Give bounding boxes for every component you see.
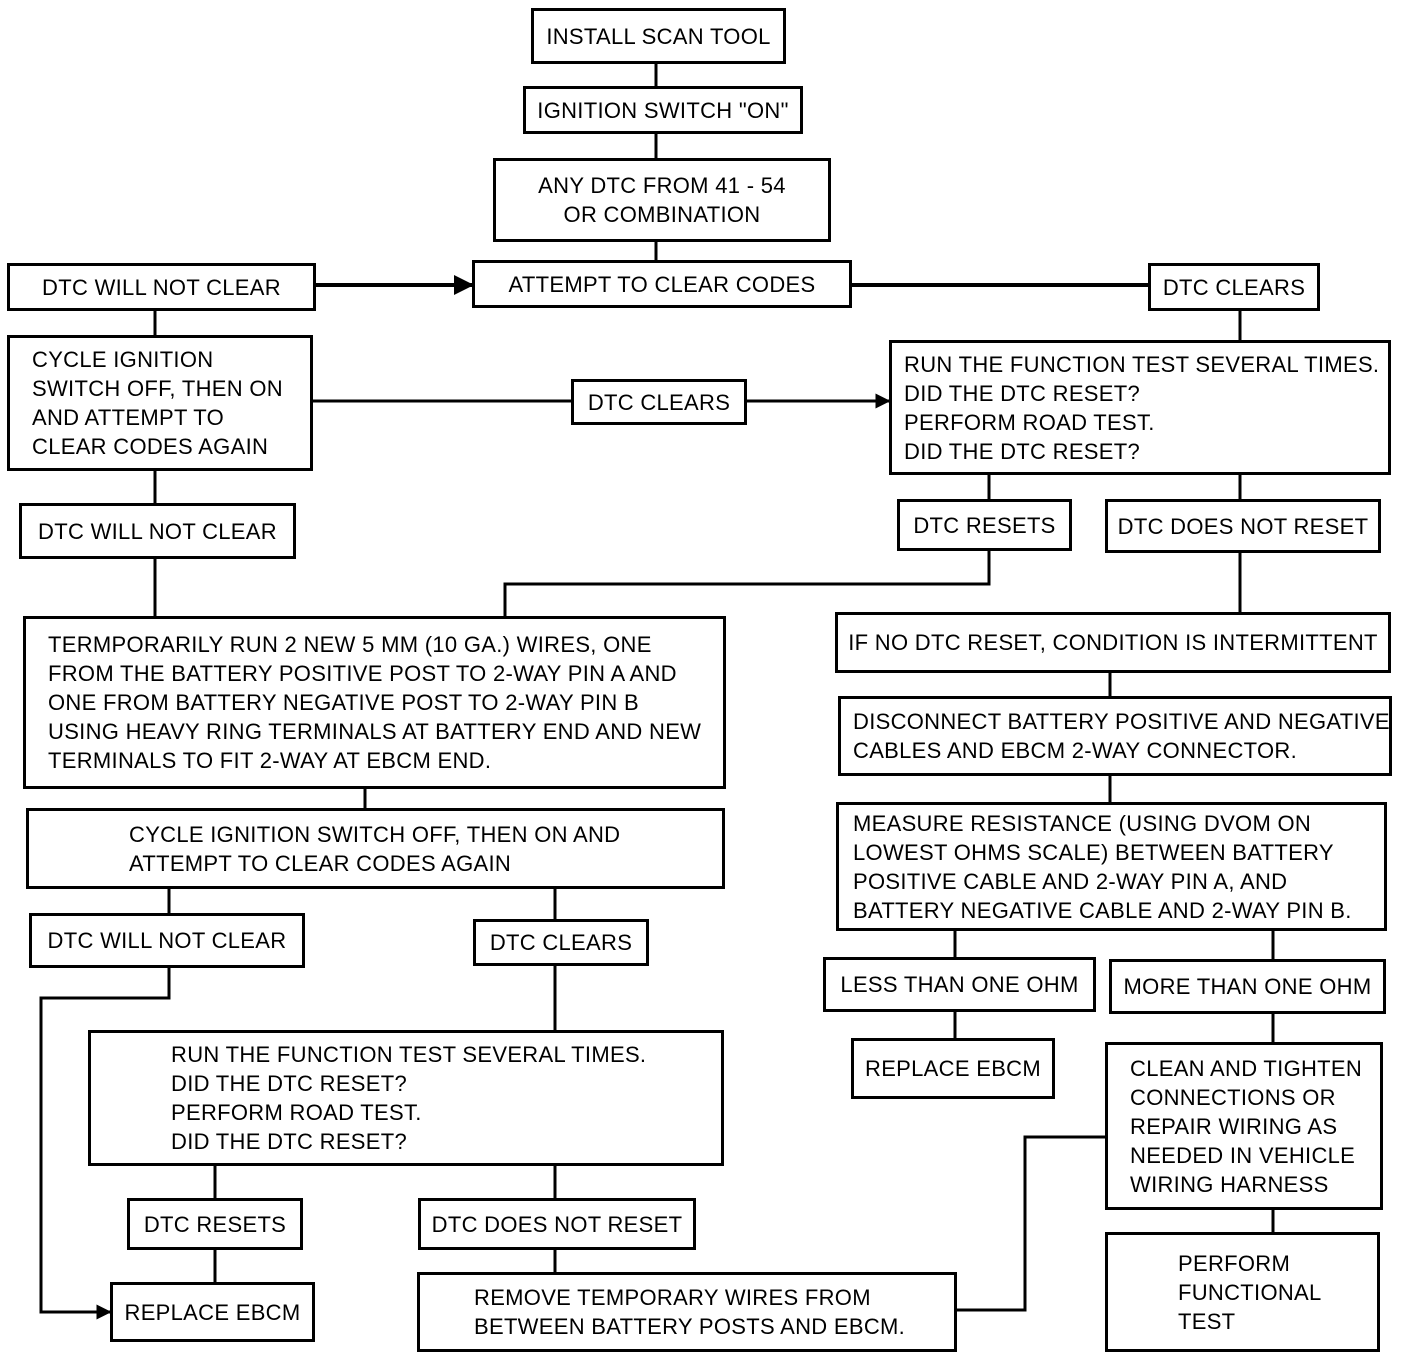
box-text: REPLACE EBCM (124, 1299, 301, 1325)
less-than-one-ohm-box: LESS THAN ONE OHM (823, 957, 1096, 1012)
box-text: CYCLE IGNITION SWITCH OFF, THEN ON AND (129, 821, 621, 847)
box-text: FROM THE BATTERY POSITIVE POST TO 2-WAY … (48, 661, 677, 686)
connector (957, 1135, 1105, 1312)
box-text: REPLACE EBCM (865, 1056, 1041, 1081)
dtc-will-not-clear-box-2: DTC WILL NOT CLEAR (19, 503, 296, 559)
dtc-will-not-clear-box-3: DTC WILL NOT CLEAR (29, 913, 305, 968)
box-text: ANY DTC FROM 41 - 54 (538, 173, 786, 198)
box-text: CLEAR CODES AGAIN (32, 434, 269, 459)
box-text: NEEDED IN VEHICLE (1130, 1142, 1356, 1168)
remove-temporary-wires-box: REMOVE TEMPORARY WIRES FROM BETWEEN BATT… (417, 1272, 957, 1352)
dtc-does-not-reset-box-1: DTC DOES NOT RESET (1105, 499, 1381, 553)
if-no-dtc-reset-box: IF NO DTC RESET, CONDITION IS INTERMITTE… (835, 612, 1391, 673)
box-text: OR COMBINATION (563, 202, 761, 227)
box-text: PERFORM (1178, 1250, 1291, 1276)
disconnect-battery-box: DISCONNECT BATTERY POSITIVE AND NEGATIVE… (838, 696, 1392, 776)
box-text: DTC DOES NOT RESET (431, 1211, 683, 1237)
cycle-ignition-box-2: CYCLE IGNITION SWITCH OFF, THEN ON AND A… (26, 808, 725, 889)
replace-ebcm-box-1: REPLACE EBCM (851, 1038, 1055, 1099)
box-text: TERMPORARILY RUN 2 NEW 5 MM (10 GA.) WIR… (48, 632, 652, 657)
box-text: CLEAN AND TIGHTEN (1130, 1055, 1363, 1081)
box-text: SWITCH OFF, THEN ON (32, 376, 283, 401)
cycle-ignition-box-1: CYCLE IGNITION SWITCH OFF, THEN ON AND A… (7, 335, 313, 471)
box-text: MORE THAN ONE OHM (1123, 974, 1372, 999)
run-function-test-box-2: RUN THE FUNCTION TEST SEVERAL TIMES. DID… (88, 1030, 724, 1166)
perform-functional-test-box: PERFORM FUNCTIONAL TEST (1105, 1232, 1380, 1352)
dtc-resets-box-1: DTC RESETS (897, 499, 1072, 551)
box-text: PERFORM ROAD TEST. (171, 1100, 422, 1125)
box-text: DID THE DTC RESET? (904, 438, 1141, 464)
dtc-resets-box-2: DTC RESETS (127, 1198, 303, 1250)
box-text: BETWEEN BATTERY POSTS AND EBCM. (474, 1314, 906, 1339)
dtc-does-not-reset-box-2: DTC DOES NOT RESET (418, 1198, 696, 1250)
box-text: ATTEMPT TO CLEAR CODES (508, 271, 816, 297)
box-text: FUNCTIONAL (1178, 1279, 1322, 1305)
box-text: USING HEAVY RING TERMINALS AT BATTERY EN… (48, 719, 702, 744)
box-text: BATTERY NEGATIVE CABLE AND 2-WAY PIN B. (853, 897, 1352, 923)
box-text: DTC DOES NOT RESET (1117, 513, 1369, 539)
box-text: IGNITION SWITCH "ON" (537, 97, 789, 123)
box-text: DTC RESETS (143, 1211, 287, 1237)
dtc-will-not-clear-box-1: DTC WILL NOT CLEAR (7, 263, 316, 311)
box-text: PERFORM ROAD TEST. (904, 409, 1155, 435)
box-text: DTC WILL NOT CLEAR (38, 518, 277, 544)
box-text: ONE FROM BATTERY NEGATIVE POST TO 2-WAY … (48, 690, 639, 715)
box-text: DTC CLEARS (1162, 274, 1306, 300)
box-text: DTC WILL NOT CLEAR (42, 274, 281, 300)
connector (39, 968, 171, 1320)
box-text: CYCLE IGNITION (32, 347, 214, 372)
box-text: DID THE DTC RESET? (171, 1071, 408, 1096)
box-text: DISCONNECT BATTERY POSITIVE AND NEGATIVE (853, 709, 1390, 734)
box-text: POSITIVE CABLE AND 2-WAY PIN A, AND (853, 868, 1288, 894)
dtc-clears-box-2: DTC CLEARS (571, 379, 747, 425)
box-text: CONNECTIONS OR (1130, 1084, 1336, 1110)
dtc-clears-box-3: DTC CLEARS (473, 919, 649, 966)
dtc-clears-box-1: DTC CLEARS (1148, 263, 1320, 311)
box-text: DID THE DTC RESET? (171, 1129, 408, 1154)
box-text: ATTEMPT TO CLEAR CODES AGAIN (129, 850, 512, 876)
box-text: WIRING HARNESS (1130, 1171, 1329, 1197)
box-text: TERMINALS TO FIT 2-WAY AT EBCM END. (48, 748, 492, 773)
run-function-test-box-1: RUN THE FUNCTION TEST SEVERAL TIMES. DID… (889, 340, 1391, 475)
box-text: REPAIR WIRING AS (1130, 1113, 1338, 1139)
install-scan-tool-box: INSTALL SCAN TOOL (531, 8, 786, 64)
box-text: DTC WILL NOT CLEAR (47, 928, 287, 953)
box-text: DTC RESETS (913, 512, 1056, 538)
replace-ebcm-box-2: REPLACE EBCM (110, 1282, 315, 1342)
box-text: INSTALL SCAN TOOL (546, 23, 771, 49)
box-text: CABLES AND EBCM 2-WAY CONNECTOR. (853, 738, 1297, 763)
box-text: DID THE DTC RESET? (904, 380, 1141, 406)
box-text: TEST (1178, 1308, 1236, 1334)
box-text: AND ATTEMPT TO (32, 405, 225, 430)
ignition-switch-on-box: IGNITION SWITCH "ON" (523, 86, 803, 134)
more-than-one-ohm-box: MORE THAN ONE OHM (1109, 959, 1386, 1014)
connector (503, 551, 991, 616)
box-text: DTC CLEARS (489, 930, 633, 955)
box-text: LOWEST OHMS SCALE) BETWEEN BATTERY (853, 839, 1334, 865)
box-text: RUN THE FUNCTION TEST SEVERAL TIMES. (904, 351, 1380, 377)
box-text: REMOVE TEMPORARY WIRES FROM (474, 1285, 871, 1310)
any-dtc-box: ANY DTC FROM 41 - 54 OR COMBINATION (493, 158, 831, 242)
attempt-clear-codes-box: ATTEMPT TO CLEAR CODES (472, 260, 852, 308)
temporarily-run-wires-box: TERMPORARILY RUN 2 NEW 5 MM (10 GA.) WIR… (23, 616, 726, 789)
box-text: LESS THAN ONE OHM (840, 972, 1079, 997)
box-text: DTC CLEARS (587, 389, 731, 415)
box-text: MEASURE RESISTANCE (USING DVOM ON (853, 810, 1312, 836)
box-text: IF NO DTC RESET, CONDITION IS INTERMITTE… (848, 630, 1378, 655)
measure-resistance-box: MEASURE RESISTANCE (USING DVOM ON LOWEST… (836, 802, 1387, 931)
box-text: RUN THE FUNCTION TEST SEVERAL TIMES. (171, 1042, 647, 1067)
clean-and-tighten-box: CLEAN AND TIGHTEN CONNECTIONS OR REPAIR … (1105, 1042, 1383, 1210)
